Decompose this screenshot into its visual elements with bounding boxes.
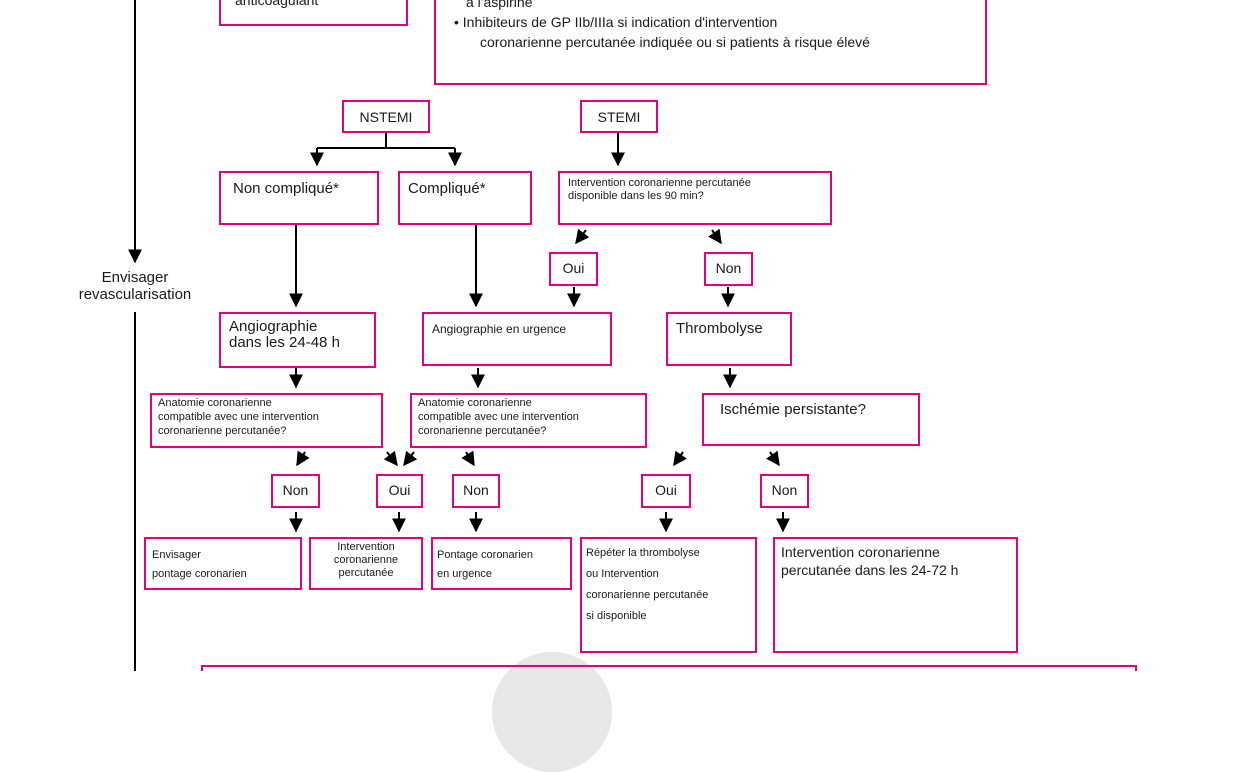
node-ic-disponible: Intervention coronarienne percutanée dis… bbox=[558, 171, 832, 225]
node-ischemie: Ischémie persistante? bbox=[702, 393, 920, 446]
node-non-stemi: Non bbox=[704, 252, 753, 286]
bottom-box bbox=[201, 665, 1137, 671]
edge-anat1-to-non bbox=[296, 450, 310, 467]
node-pontage-urgence: Pontage coronarien en urgence bbox=[431, 537, 572, 590]
node-oui-ischemie: Oui bbox=[641, 474, 691, 508]
treatment-line-2: • Inhibiteurs de GP IIb/IIIa si indicati… bbox=[454, 13, 778, 30]
treatment-line-1: à l'aspirine bbox=[466, 0, 533, 10]
edge-isch-to-oui bbox=[673, 450, 687, 467]
revascularisation-label: Envisager revascularisation bbox=[44, 269, 226, 304]
node-angio-urgence: Angiographie en urgence bbox=[422, 312, 612, 366]
edge-isch-to-non bbox=[766, 450, 780, 467]
node-intervention-cp: Intervention coronarienne percutanée bbox=[309, 537, 423, 590]
node-oui-stemi: Oui bbox=[549, 252, 598, 286]
edge-anat2-to-non bbox=[461, 450, 475, 467]
edge-ic-to-non bbox=[708, 228, 722, 245]
node-angio-24-48: Angiographie dans les 24-48 h bbox=[219, 312, 376, 368]
node-stemi: STEMI bbox=[580, 100, 658, 133]
node-thrombolyse: Thrombolyse bbox=[666, 312, 792, 366]
node-intervention-24-72: Intervention coronarienne percutanée dan… bbox=[773, 537, 1018, 653]
node-anatomie-1: Anatomie coronarienne compatible avec un… bbox=[150, 393, 383, 448]
node-non-anatomie-2: Non bbox=[452, 474, 500, 508]
edge-anat1-to-oui bbox=[383, 450, 398, 467]
flowchart-connectors bbox=[128, 0, 1137, 671]
anticoagulant-box: anticoagulant bbox=[219, 0, 408, 26]
treatment-line-3: coronarienne percutanée indiquée ou si p… bbox=[480, 33, 870, 50]
node-oui-anatomie: Oui bbox=[376, 474, 423, 508]
node-non-ischemie: Non bbox=[760, 474, 809, 508]
node-complique: Compliqué* bbox=[398, 171, 532, 225]
node-non-anatomie-1: Non bbox=[271, 474, 320, 508]
edge-anat2-to-oui bbox=[403, 450, 418, 467]
edge-ic-to-oui bbox=[575, 228, 590, 245]
node-anatomie-2: Anatomie coronarienne compatible avec un… bbox=[410, 393, 647, 448]
node-envisager-pontage: Envisager pontage coronarien bbox=[144, 537, 302, 590]
node-nstemi: NSTEMI bbox=[342, 100, 430, 133]
node-non-complique: Non compliqué* bbox=[219, 171, 379, 225]
treatment-options-box: à l'aspirine • Inhibiteurs de GP IIb/III… bbox=[434, 0, 987, 85]
node-repeter-thrombolyse: Répéter la thrombolyse ou Intervention c… bbox=[580, 537, 757, 653]
